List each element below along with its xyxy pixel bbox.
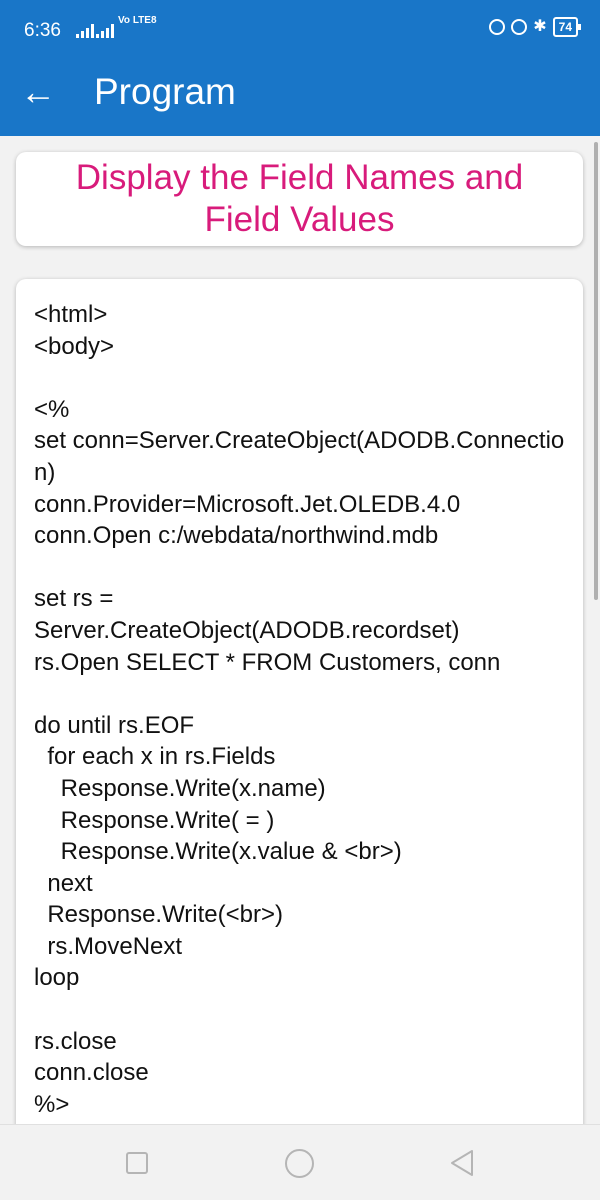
signal-icon [76, 22, 94, 38]
code-block: <html> <body> <% set conn=Server.CreateO… [34, 301, 565, 1118]
code-card: <html> <body> <% set conn=Server.CreateO… [16, 279, 583, 1124]
page-title: Program [94, 71, 236, 112]
program-title: Display the Field Names and Field Values [75, 158, 524, 239]
alarm-icon [511, 19, 528, 35]
data-saver-icon [489, 19, 506, 35]
navigation-bar [0, 1124, 600, 1200]
network-type: Vo LTE8 [118, 15, 157, 26]
back-arrow-icon[interactable]: ← [20, 71, 56, 112]
back-icon[interactable] [448, 1148, 478, 1178]
content-area[interactable]: Display the Field Names and Field Values… [0, 136, 600, 1124]
title-card: Display the Field Names and Field Values [16, 152, 583, 246]
battery-icon: 74 [552, 17, 582, 37]
status-time: 6:36 [24, 20, 61, 41]
scrollbar[interactable] [594, 142, 598, 600]
battery-level: 74 [558, 20, 572, 34]
status-icons: ✱ 74 [489, 17, 582, 37]
status-bar: 6:36 Vo LTE8 ✱ 74 [0, 0, 600, 62]
app-bar: ← Program [0, 62, 600, 136]
recent-apps-icon[interactable] [126, 1152, 148, 1174]
home-icon[interactable] [285, 1149, 314, 1178]
signal-icon [96, 22, 114, 38]
bluetooth-icon: ✱ [533, 18, 547, 35]
